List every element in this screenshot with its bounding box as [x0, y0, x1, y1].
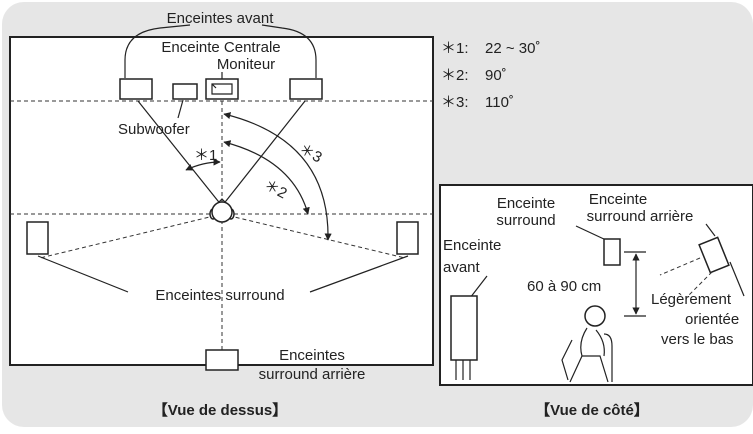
surround-back-label-2: surround arrière	[259, 366, 366, 383]
side-view: Enceinte surround Enceinte surround arri…	[439, 184, 753, 419]
angle-legend: ＊1: 22 ~ 30˚ ＊2: 90˚ ＊3: 110˚	[441, 40, 540, 111]
angle-mark-1: ＊1	[194, 147, 217, 164]
listener-head-icon	[209, 198, 235, 223]
tilt-label-3: vers le bas	[661, 331, 734, 348]
tilt-label-2: orientée	[685, 311, 739, 328]
side-front-leader	[469, 275, 488, 299]
height-label: 60 à 90 cm	[527, 278, 601, 295]
legend-value-2: 90˚	[485, 67, 507, 84]
side-surround-back-label-2: surround arrière	[587, 208, 694, 225]
left-surround-ray	[39, 213, 223, 259]
legend-mark-2: ＊2:	[441, 67, 469, 84]
legend-mark-3: ＊3:	[441, 94, 469, 111]
front-left-speaker	[119, 78, 153, 100]
subwoofer-speaker	[172, 83, 198, 100]
monitor-label: Moniteur	[217, 56, 275, 73]
legend-value-1: 22 ~ 30˚	[485, 40, 540, 57]
subwoofer-label: Subwoofer	[118, 121, 190, 138]
front-right-speaker	[289, 78, 323, 100]
tilt-dash-2	[685, 271, 713, 299]
subwoofer-leader	[177, 99, 184, 119]
top-view: Enceintes avant Enceinte Centrale Monite…	[9, 10, 434, 419]
surround-left-speaker	[26, 221, 49, 255]
surround-right-speaker	[396, 221, 419, 255]
tilt-dash-1	[659, 257, 701, 276]
side-view-fill	[440, 185, 753, 385]
angle-arc-1	[185, 158, 221, 171]
tilt-label-1: Légèrement	[651, 291, 732, 308]
side-surround-label-1: Enceinte	[497, 195, 555, 212]
surround-back-speaker	[205, 349, 239, 371]
surround-back-label-1: Enceintes	[279, 347, 345, 364]
tilt-leader	[729, 261, 745, 297]
side-back-leader	[705, 223, 716, 237]
side-front-label-2: avant	[443, 259, 481, 276]
side-surround-back-speaker	[698, 236, 730, 274]
front-leader-right	[261, 24, 317, 78]
front-speakers-label: Enceintes avant	[167, 10, 275, 27]
angle-arc-3	[223, 112, 332, 241]
side-surround-leader	[575, 225, 607, 241]
side-view-frame	[439, 184, 753, 386]
surround-leader-right	[309, 255, 409, 293]
surround-leader-left	[37, 255, 129, 293]
left-front-ray	[137, 100, 223, 207]
monitor-screen-icon	[211, 83, 233, 95]
seated-listener-icon	[561, 305, 613, 383]
side-surround-back-label-1: Enceinte	[589, 191, 647, 208]
center-speaker-label: Enceinte Centrale	[161, 39, 280, 56]
surround-speakers-label: Enceintes surround	[155, 287, 284, 304]
legend-mark-1: ＊1:	[441, 40, 469, 57]
center-speaker	[205, 78, 239, 100]
front-leader-left	[124, 24, 191, 78]
legend-value-3: 110˚	[485, 94, 514, 111]
side-front-speaker	[450, 295, 478, 361]
side-surround-label-2: surround	[496, 212, 555, 229]
top-view-caption: 【Vue de dessus】	[153, 401, 288, 419]
side-front-label-1: Enceinte	[443, 237, 501, 254]
side-view-caption: 【Vue de côté】	[535, 401, 649, 419]
side-surround-speaker	[603, 238, 621, 266]
